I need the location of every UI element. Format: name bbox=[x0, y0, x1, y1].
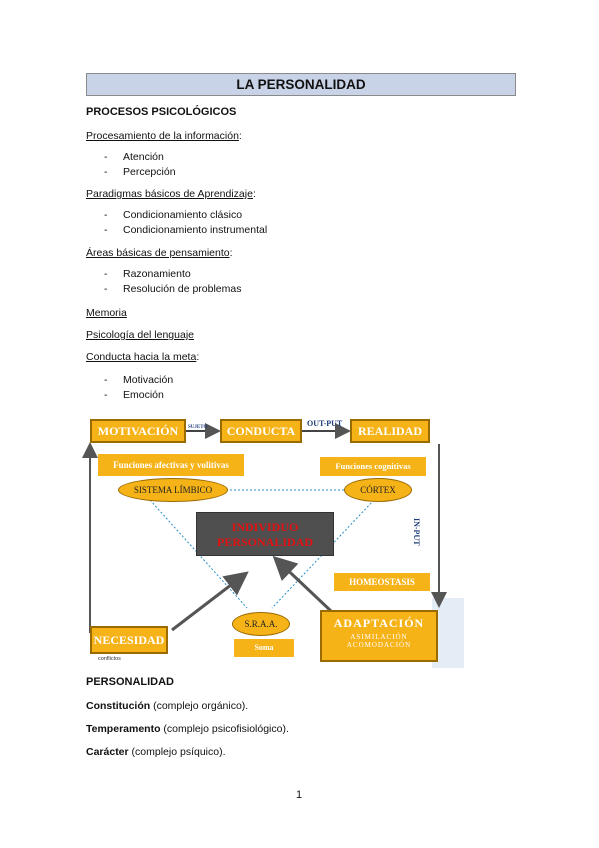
list-item: -Motivación bbox=[104, 374, 174, 386]
asimilacion-label: ASIMILACIÓN bbox=[350, 633, 408, 641]
section-heading-procesos: PROCESOS PSICOLÓGICOS bbox=[86, 106, 237, 118]
soma-box: Soma bbox=[234, 639, 294, 657]
cortex-oval: CÓRTEX bbox=[344, 478, 412, 502]
arrow-note: SUJETO bbox=[188, 425, 208, 430]
adaptacion-box: ADAPTACIÓN ASIMILACIÓN ACOMODACIÓN bbox=[320, 610, 438, 662]
personalidad-item-caracter: Carácter (complejo psíquico). bbox=[86, 746, 226, 758]
in-put-label: IN-PUT bbox=[412, 518, 421, 546]
group-label-memoria: Memoria bbox=[86, 307, 127, 319]
adaptacion-label: ADAPTACIÓN bbox=[333, 616, 425, 630]
section-heading-personalidad: PERSONALIDAD bbox=[86, 676, 175, 688]
individuo-label: INDIVIDUO bbox=[231, 520, 299, 534]
page-title: LA PERSONALIDAD bbox=[86, 73, 516, 96]
group-label-paradigmas: Paradigmas básicos de Aprendizaje: bbox=[86, 188, 256, 200]
list-item: -Condicionamiento instrumental bbox=[104, 224, 268, 236]
list-item: -Condicionamiento clásico bbox=[104, 209, 243, 221]
personalidad-item-temperamento: Temperamento (complejo psicofisiológico)… bbox=[86, 723, 289, 735]
personalidad-label: PERSONALIDAD bbox=[216, 535, 313, 549]
necesidad-note: conflictos bbox=[98, 656, 121, 662]
list-item: -Emoción bbox=[104, 389, 164, 401]
list-item: -Resolución de problemas bbox=[104, 283, 242, 295]
arrow-necesidad-individuo bbox=[171, 571, 249, 632]
sraa-oval: S.R.A.A. bbox=[232, 612, 290, 636]
arrow-adaptacion-individuo bbox=[272, 555, 334, 614]
list-item: -Atención bbox=[104, 151, 164, 163]
group-label-conducta: Conducta hacia la meta: bbox=[86, 351, 200, 363]
page-number: 1 bbox=[296, 789, 303, 801]
funciones-afectivas-box: Funciones afectivas y volitivas bbox=[98, 454, 244, 476]
list-item: -Percepción bbox=[104, 166, 176, 178]
dotted-cortex-sraa bbox=[271, 499, 375, 609]
funciones-cognitivas-box: Funciones cognitivas bbox=[320, 457, 426, 476]
sistema-limbico-oval: SISTEMA LÍMBICO bbox=[118, 478, 228, 502]
acomodacion-label: ACOMODACIÓN bbox=[346, 641, 412, 649]
conducta-box: CONDUCTA bbox=[220, 419, 302, 443]
out-put-label: OUT-PUT bbox=[307, 419, 343, 428]
realidad-box: REALIDAD bbox=[350, 419, 430, 443]
list-item: -Razonamiento bbox=[104, 268, 191, 280]
motivacion-box: MOTIVACIÓN bbox=[90, 419, 186, 443]
group-label-areas: Áreas básicas de pensamiento: bbox=[86, 247, 233, 259]
necesidad-box: NECESIDAD bbox=[90, 626, 168, 654]
group-label-lenguaje: Psicología del lenguaje bbox=[86, 329, 194, 341]
personalidad-item-constitucion: Constitución (complejo orgánico). bbox=[86, 700, 249, 712]
homeostasis-box: HOMEOSTASIS bbox=[334, 573, 430, 591]
individuo-personalidad-box: INDIVIDUO PERSONALIDAD bbox=[196, 512, 334, 556]
personality-diagram: MOTIVACIÓN SUJETO CONDUCTA OUT-PUT REALI… bbox=[82, 408, 464, 680]
group-label-procesamiento: Procesamiento de la información: bbox=[86, 130, 242, 142]
